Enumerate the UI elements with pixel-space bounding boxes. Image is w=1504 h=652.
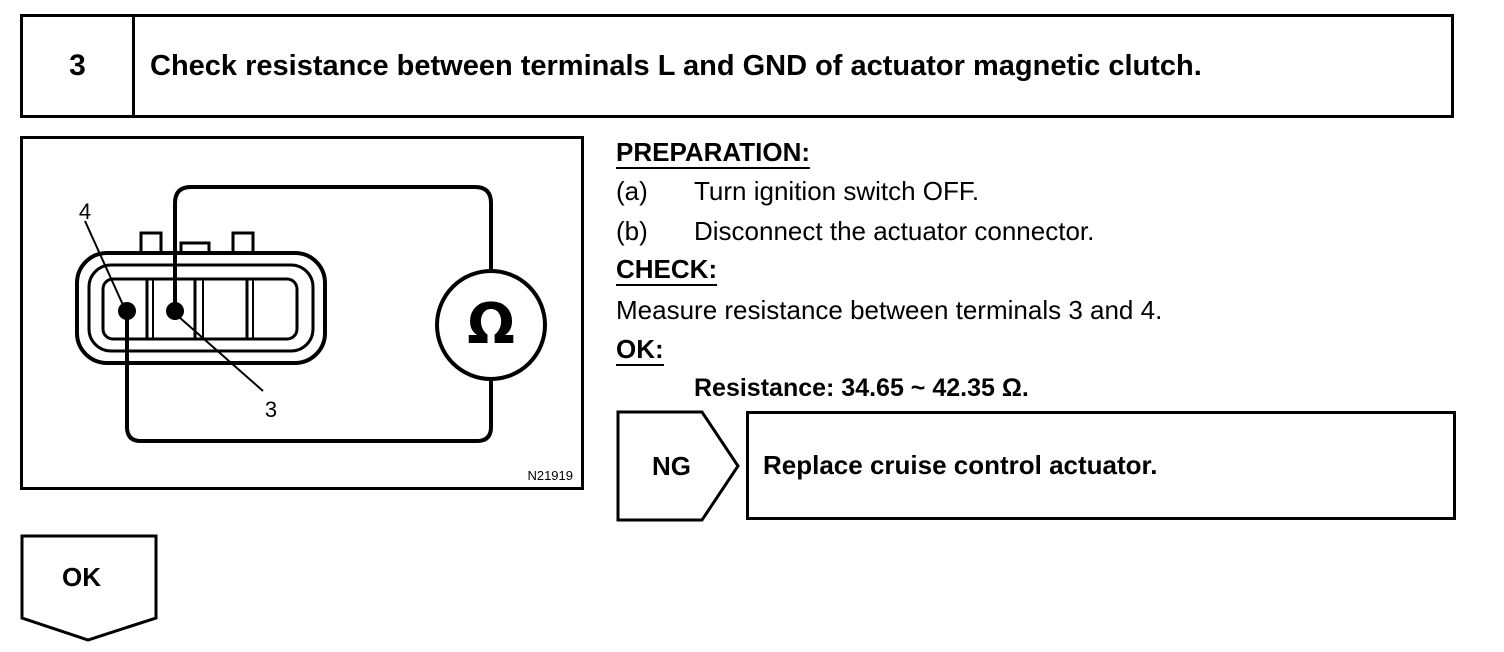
ng-arrow-icon <box>616 410 740 522</box>
connector-diagram-drawing: 4 3 Ω <box>75 185 547 443</box>
probe-wire-terminal-4 <box>125 311 493 443</box>
ng-action-box: Replace cruise control actuator. <box>746 411 1456 520</box>
connector-housing-inner <box>87 263 315 353</box>
check-text: Measure resistance between terminals 3 a… <box>616 295 1163 325</box>
ohm-symbol-icon: Ω <box>467 292 515 357</box>
connector-tab-left <box>139 231 163 253</box>
preparation-item-a-text: Turn ignition switch OFF. <box>694 176 980 206</box>
ng-label: NG <box>652 451 691 481</box>
preparation-heading: PREPARATION: <box>616 137 811 169</box>
leader-line-terminal-3 <box>178 316 264 392</box>
connector-housing-outer <box>75 251 327 365</box>
probe-tip-terminal-4 <box>118 302 136 320</box>
preparation-item-b-label: (b) <box>616 216 648 246</box>
check-heading: CHECK: <box>616 254 718 286</box>
resistance-spec: Resistance: 34.65 ~ 42.35 Ω. <box>694 374 1029 402</box>
ohmmeter-circle <box>435 269 547 381</box>
probe-wire-terminal-3 <box>173 185 493 311</box>
figure-code: N21919 <box>527 468 573 483</box>
leader-line-terminal-4 <box>84 220 124 306</box>
step-header: 3 Check resistance between terminals L a… <box>20 14 1454 118</box>
step-title: Check resistance between terminals L and… <box>150 50 1202 82</box>
ok-arrow-icon <box>20 534 158 642</box>
preparation-item-a-label: (a) <box>616 176 648 206</box>
terminal-cavity-row <box>101 277 299 341</box>
connector-tab-middle <box>179 241 211 253</box>
ok-spec-heading: OK: <box>616 334 664 366</box>
ng-action-text: Replace cruise control actuator. <box>763 450 1158 480</box>
step-number: 3 <box>23 17 135 115</box>
connector-tab-right <box>231 231 255 253</box>
preparation-item-b-text: Disconnect the actuator connector. <box>694 216 1095 246</box>
probe-tip-terminal-3 <box>166 302 184 320</box>
terminal-label-3: 3 <box>265 397 277 422</box>
connector-diagram: 4 3 Ω N21919 <box>20 136 584 490</box>
ok-label: OK <box>62 562 101 592</box>
terminal-label-4: 4 <box>79 199 91 224</box>
